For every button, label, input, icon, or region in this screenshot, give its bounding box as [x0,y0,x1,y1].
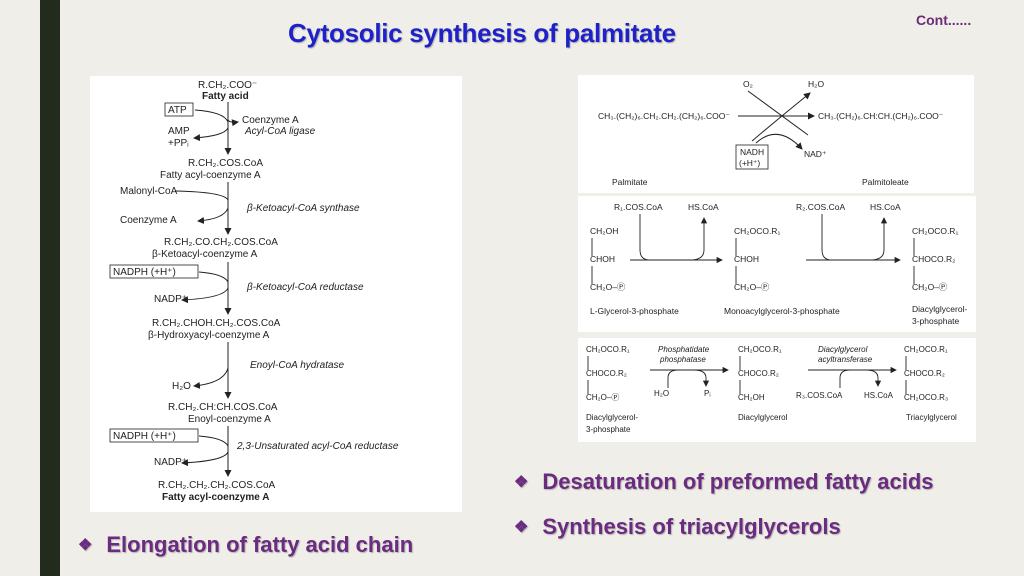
mag-line3: CH₂O–Ⓟ [734,282,770,292]
g3p-name: L-Glycerol-3-phosphate [590,306,679,316]
nadh-box [735,144,769,170]
nadp2-label: NADP⁺ [154,457,187,468]
dag-b-line2: CHOCO.R₂ [738,369,779,378]
h2o-label: H₂O [654,389,669,398]
acyltransferase-label2: acyltransferase [818,355,873,364]
palmitate-label: Palmitate [612,177,648,187]
dag-b-name: Diacylglycerol [738,413,788,422]
enoyl-formula: R.CH₂.CH:CH.COS.CoA [168,402,278,413]
bullet-desaturation: ❖ Desaturation of preformed fatty acids [514,469,934,495]
triacylglycerol-diagram: CH₂OCO.R₁ CHOCO.R₂ CH₂O–Ⓟ Diacylglycerol… [586,345,957,434]
dag3p-a-name2: 3-phosphate [586,425,631,434]
g3p-line2: CHOH [590,254,615,264]
bullet-elongation-text: Elongation of fatty acid chain [106,532,414,557]
hydroxy-name: β-Hydroxyacyl-coenzyme A [148,330,270,341]
left-accent-bar [40,0,60,576]
diamond-bullet-icon: ❖ [514,474,529,491]
reductase1-label: β-Ketoacyl-CoA reductase [246,282,364,293]
nadph1-box [109,264,199,279]
coa2-label: Coenzyme A [120,215,177,226]
pi-label: Pᵢ [704,389,711,398]
mag-name: Monoacylglycerol-3-phosphate [724,306,840,316]
atp-label: ATP [168,105,187,116]
enoyl-name: Enoyl-coenzyme A [188,414,271,425]
malonyl-coa-label: Malonyl-CoA [120,186,178,197]
dag3p-line2: CHOCO.R₂ [912,254,955,264]
ketoacyl-formula: R.CH₂.CO.CH₂.COS.CoA [164,237,278,248]
mag-line1: CH₂OCO.R₁ [734,226,780,236]
nadh-h-label: (+H⁺) [739,158,760,168]
bullet-triacylglycerols: ❖ Synthesis of triacylglycerols [514,514,841,540]
palmitate-formula: CH₃.(CH₂)₆.CH₂.CH₂.(CH₂)₆.COO⁻ [598,111,730,121]
diamond-bullet-icon: ❖ [78,537,93,554]
r2coa-label: R₂.COS.CoA [796,202,845,212]
diamond-bullet-icon: ❖ [514,519,529,536]
triacylglycerol-figure: CH₂OCO.R₁ CHOCO.R₂ CH₂O–Ⓟ Diacylglycerol… [578,338,976,442]
hscoa-label: HS.CoA [864,391,894,400]
bullet-triacylglycerols-text: Synthesis of triacylglycerols [542,514,841,539]
desaturation-figure: O₂ H₂O CH₃.(CH₂)₆.CH₂.CH₂.(CH₂)₆.COO⁻ CH… [578,75,974,193]
tag-c-line2: CHOCO.R₂ [904,369,945,378]
hscoa2-label: HS.CoA [870,202,901,212]
tag-c-line3: CH₂OCO.R₃ [904,393,948,402]
bullet-elongation: ❖ Elongation of fatty acid chain [78,532,413,558]
g3p-line3: CH₂O–Ⓟ [590,282,626,292]
elongation-diagram: R.CH₂.COO⁻ Fatty acid ATP AMP +PPᵢ Coenz… [109,80,399,503]
final-name: Fatty acyl-coenzyme A [162,492,269,503]
reductase2-label: 2,3-Unsaturated acyl-CoA reductase [236,441,399,452]
dag3p-a-name1: Diacylglycerol- [586,413,638,422]
nad-label: NAD⁺ [804,149,827,159]
phosphatase-label1: Phosphatidate [658,345,710,354]
g3p-line1: CH₂OH [590,226,618,236]
mag-line2: CHOH [734,254,759,264]
amp-label: AMP [168,126,190,137]
fatty-acid-name: Fatty acid [202,91,249,102]
slide-title: Cytosolic synthesis of palmitate [288,18,676,48]
nadph1-label: NADPH (+H⁺) [113,267,176,278]
tag-c-line1: CH₂OCO.R₁ [904,345,948,354]
dag3p-name2: 3-phosphate [912,316,960,326]
r1coa-label: R₁.COS.CoA [614,202,663,212]
synthase-label: β-Ketoacyl-CoA synthase [246,203,360,214]
bullet-desaturation-text: Desaturation of preformed fatty acids [542,469,934,494]
palmitoleate-formula: CH₃.(CH₂)₆.CH:CH.(CH₂)₆.COO⁻ [818,111,944,121]
dag3p-line3: CH₂O–Ⓟ [912,282,948,292]
palmitoleate-label: Palmitoleate [862,177,909,187]
h2o-label: H₂O [808,79,824,89]
phosphatase-label2: phosphatase [659,355,706,364]
continued-label: Cont...... [916,12,972,28]
dag3p-name1: Diacylglycerol- [912,304,967,314]
atp-box [164,102,194,117]
dag3p-line1: CH₂OCO.R₁ [912,226,958,236]
tag-c-name: Triacylglycerol [906,413,957,422]
fatty-acyl-coa-name: Fatty acyl-coenzyme A [160,170,261,181]
hydroxy-formula: R.CH₂.CHOH.CH₂.COS.CoA [152,318,281,329]
nadp1-label: NADP⁺ [154,294,187,305]
dag3p-a-line3: CH₂O–Ⓟ [586,393,619,402]
final-formula: R.CH₂.CH₂.CH₂.COS.CoA [158,480,276,491]
nadph2-label: NADPH (+H⁺) [113,431,176,442]
r3coa-label: R₃.COS.CoA [796,391,843,400]
h2o-label: H₂O [172,381,191,392]
coa-label: Coenzyme A [242,115,299,126]
ligase-label: Acyl-CoA ligase [244,126,316,137]
desaturation-diagram: O₂ H₂O CH₃.(CH₂)₆.CH₂.CH₂.(CH₂)₆.COO⁻ CH… [598,79,944,187]
dag3p-a-line2: CHOCO.R₂ [586,369,627,378]
acyltransferase-label1: Diacylglycerol [818,345,868,354]
acylation-figure: R₁.COS.CoA HS.CoA R₂.COS.CoA HS.CoA CH₂O… [578,196,976,332]
o2-label: O₂ [743,79,753,89]
ketoacyl-name: β-Ketoacyl-coenzyme A [152,249,258,260]
fatty-acid-formula: R.CH₂.COO⁻ [198,80,257,91]
dag3p-a-line1: CH₂OCO.R₁ [586,345,630,354]
nadph2-box [109,428,199,443]
dag-b-line1: CH₂OCO.R₁ [738,345,782,354]
hscoa1-label: HS.CoA [688,202,719,212]
dag-b-line3: CH₂OH [738,393,765,402]
ppi-label: +PPᵢ [168,138,189,149]
elongation-figure: R.CH₂.COO⁻ Fatty acid ATP AMP +PPᵢ Coenz… [90,76,462,512]
nadh-label: NADH [740,147,764,157]
hydratase-label: Enoyl-CoA hydratase [250,360,345,371]
fatty-acyl-coa-formula: R.CH₂.COS.CoA [188,158,263,169]
acylation-diagram: R₁.COS.CoA HS.CoA R₂.COS.CoA HS.CoA CH₂O… [590,202,967,326]
